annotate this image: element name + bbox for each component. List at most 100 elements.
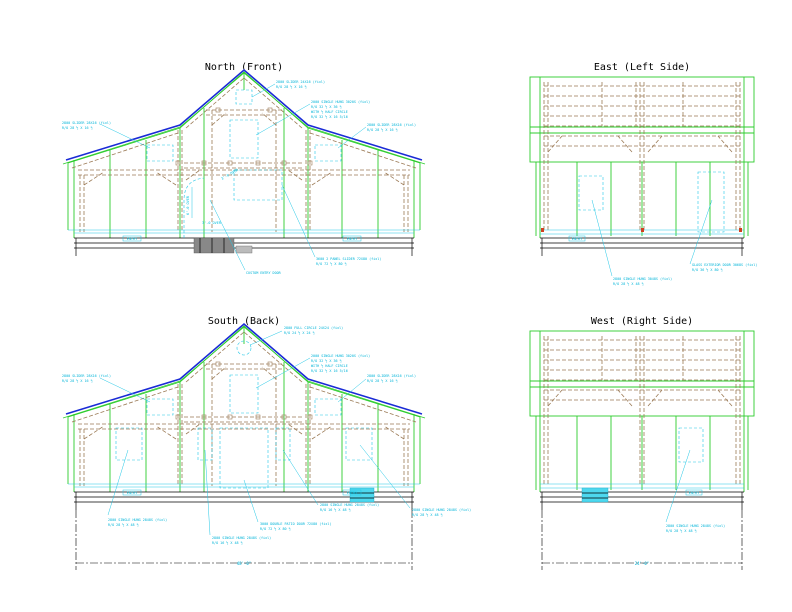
svg-text:3600 2 PANEL SLIDER 72X80 (fix: 3600 2 PANEL SLIDER 72X80 (fixl): [316, 257, 381, 261]
north-frame: [62, 69, 426, 257]
svg-text:R/O 32 ½ X 36 ½: R/O 32 ½ X 36 ½: [311, 359, 342, 363]
south-frame: [62, 323, 426, 511]
south-elevation: South (Back) ENTRY ENTRY 48'-0" 2800 FUL…: [62, 316, 471, 570]
svg-text:2800 SINGLE HUNG 2848S (fixl): 2800 SINGLE HUNG 2848S (fixl): [108, 518, 167, 522]
svg-text:CUSTOM ENTRY DOOR: CUSTOM ENTRY DOOR: [246, 271, 282, 275]
south-title: South (Back): [208, 316, 280, 327]
north-note-entry: CUSTOM ENTRY DOOR: [209, 199, 282, 275]
svg-text:R/O 24 ½ X 24 ½: R/O 24 ½ X 24 ½: [284, 331, 315, 335]
svg-text:R/O 32 ½ X 36 ½: R/O 32 ½ X 36 ½: [311, 105, 342, 109]
south-slab-right: [342, 489, 362, 496]
south-left-slider: [146, 398, 174, 416]
south-window-4: [345, 427, 373, 461]
east-note-left: 2800 SINGLE HUNG 3048S (fixl) R/O 28 ½ X…: [591, 199, 672, 286]
north-elevation: North (Front) ENTRY ENTRY 6'-0 OVER 3'-0…: [62, 62, 426, 275]
svg-text:R/O 36 ½ X 80 ½: R/O 36 ½ X 80 ½: [692, 268, 723, 272]
south-note-bottom-mid: 3000 DOUBLE PATIO DOOR 72X80 (fixl) R/O …: [243, 479, 331, 531]
north-slab-right: [342, 235, 362, 242]
svg-text:2800 SLIDER 24X16 (fixl): 2800 SLIDER 24X16 (fixl): [276, 80, 325, 84]
svg-text:R/O 28 ½ X 16 ½: R/O 28 ½ X 16 ½: [276, 85, 307, 89]
west-dimension: 24'-0": [541, 510, 743, 570]
east-title: East (Left Side): [594, 62, 690, 73]
svg-text:2800 SLIDER 28X16 (fixl): 2800 SLIDER 28X16 (fixl): [62, 374, 111, 378]
east-elevation: East (Left Side) ENTRY 2800 SINGLE HUNG …: [529, 62, 757, 286]
south-note-left-slider: 2800 SLIDER 28X16 (fixl) R/O 28 ½ X 16 ½: [62, 374, 151, 403]
svg-text:2000 SINGLE HUNG 3020S (fixl): 2000 SINGLE HUNG 3020S (fixl): [311, 100, 370, 104]
svg-text:R/O 28 ½ X 16 ½: R/O 28 ½ X 16 ½: [367, 379, 398, 383]
south-note-right-slider: 2800 SLIDER 28X16 (fixl) R/O 28 ½ X 16 ½: [337, 374, 416, 403]
north-note-hung: 2000 SINGLE HUNG 3020S (fixl) R/O 32 ½ X…: [255, 100, 370, 136]
svg-text:R/O 32 ½ X 16 5/16: R/O 32 ½ X 16 5/16: [311, 369, 348, 373]
svg-text:ENTRY: ENTRY: [572, 237, 583, 241]
south-right-slider: [314, 398, 342, 416]
svg-text:2800 FULL CIRCLE 24X24 (fixl): 2800 FULL CIRCLE 24X24 (fixl): [284, 326, 343, 330]
svg-text:2800 SLIDER 28X16 (fixl): 2800 SLIDER 28X16 (fixl): [367, 374, 416, 378]
north-top-window: [235, 89, 253, 105]
svg-text:2000 SINGLE HUNG 3020S (fixl): 2000 SINGLE HUNG 3020S (fixl): [311, 354, 370, 358]
svg-text:R/O 28 ½ X 48 ½: R/O 28 ½ X 48 ½: [613, 282, 644, 286]
south-note-bottom-left: 2800 SINGLE HUNG 2848S (fixl) R/O 28 ½ X…: [107, 449, 167, 527]
north-note-right-slider: 2800 SLIDER 28X16 (fixl) R/O 28 ½ X 16 ½: [337, 123, 416, 149]
east-window: [578, 175, 604, 211]
svg-text:ENTRY: ENTRY: [689, 491, 700, 495]
south-note-bottom-mid-left: 2800 SINGLE HUNG 2848S (fixl) R/O 16 ½ X…: [204, 449, 271, 545]
svg-text:24'-0": 24'-0": [635, 561, 649, 566]
south-hung-window: [229, 374, 259, 414]
svg-text:2800 SINGLE HUNG 3048S (fixl): 2800 SINGLE HUNG 3048S (fixl): [613, 277, 672, 281]
south-note-bottom-right: 2800 SINGLE HUNG 2848S (fixl) R/O 28 ½ X…: [359, 444, 471, 517]
svg-text:48'-0": 48'-0": [237, 561, 251, 566]
svg-text:R/O 28 ½ X 16 ½: R/O 28 ½ X 16 ½: [62, 126, 93, 130]
south-patio-door: [219, 427, 269, 489]
north-note-top: 2800 SLIDER 24X16 (fixl) R/O 28 ½ X 16 ½: [251, 80, 325, 98]
svg-text:R/O 28 ½ X 48 ½: R/O 28 ½ X 48 ½: [412, 513, 443, 517]
east-note-right: GLASS EXTERIOR DOOR 3068S (fixl) R/O 36 …: [689, 199, 757, 272]
south-window-3: [275, 427, 291, 461]
north-right-slider: [314, 144, 342, 162]
north-slab-left: [122, 235, 142, 242]
west-elevation: West (Right Side) ENTRY 24'-0" 2800 SING…: [529, 316, 755, 570]
south-window-2: [197, 427, 213, 461]
svg-text:R/O 28 ½ X 48 ½: R/O 28 ½ X 48 ½: [108, 523, 139, 527]
north-entry-door-outline: [183, 177, 205, 238]
west-slab: [685, 489, 703, 496]
svg-text:WITH ½ HALF CIRCLE: WITH ½ HALF CIRCLE: [311, 364, 348, 368]
svg-text:R/O 32 ½ X 16 5/16: R/O 32 ½ X 16 5/16: [311, 115, 348, 119]
south-window-1: [115, 427, 143, 461]
svg-text:R/O 28 ½ X 16 ½: R/O 28 ½ X 16 ½: [62, 379, 93, 383]
svg-text:6'-0 OVER: 6'-0 OVER: [186, 195, 190, 215]
svg-text:ENTRY: ENTRY: [127, 237, 138, 241]
east-door: [697, 171, 725, 233]
svg-text:2800 SLIDER 28X16 (fixl): 2800 SLIDER 28X16 (fixl): [367, 123, 416, 127]
north-door: [233, 169, 283, 201]
svg-text:3'-0 OVER: 3'-0 OVER: [221, 167, 240, 180]
svg-text:R/O 16 ½ X 48 ½: R/O 16 ½ X 48 ½: [212, 541, 243, 545]
svg-text:WITH ½ HALF CIRCLE: WITH ½ HALF CIRCLE: [311, 110, 348, 114]
west-title: West (Right Side): [591, 316, 693, 327]
svg-text:3'-0 OVER: 3'-0 OVER: [202, 221, 222, 225]
svg-text:ENTRY: ENTRY: [347, 237, 358, 241]
svg-text:R/O 72 ½ X 80 ½: R/O 72 ½ X 80 ½: [316, 262, 347, 266]
svg-text:3000 DOUBLE PATIO DOOR 72X80 (: 3000 DOUBLE PATIO DOOR 72X80 (fixl): [260, 522, 331, 526]
west-window: [678, 427, 704, 463]
south-note-hung: 2000 SINGLE HUNG 3020S (fixl) R/O 32 ½ X…: [255, 354, 370, 389]
north-note-left-slider: 2800 SLIDER 28X16 (fixl) R/O 28 ½ X 16 ½: [62, 121, 151, 149]
svg-text:2800 SLIDER 28X16 (fixl): 2800 SLIDER 28X16 (fixl): [62, 121, 111, 125]
svg-text:R/O 16 ½ X 48 ½: R/O 16 ½ X 48 ½: [320, 508, 351, 512]
north-hung-window: [229, 119, 259, 159]
svg-text:2800 SINGLE HUNG 2848S (fixl): 2800 SINGLE HUNG 2848S (fixl): [666, 524, 725, 528]
south-dimension: 48'-0": [75, 510, 413, 570]
north-left-slider: [146, 144, 174, 162]
east-slab: [568, 235, 586, 242]
west-note-window: 2800 SINGLE HUNG 2848S (fixl) R/O 28 ½ X…: [665, 449, 725, 533]
svg-text:2800 SINGLE HUNG 2848S (fixl): 2800 SINGLE HUNG 2848S (fixl): [320, 503, 379, 507]
svg-text:R/O 28 ½ X 16 ½: R/O 28 ½ X 16 ½: [367, 128, 398, 132]
north-title: North (Front): [205, 62, 283, 73]
svg-text:ENTRY: ENTRY: [127, 491, 138, 495]
west-steps: [581, 487, 609, 503]
svg-text:GLASS EXTERIOR DOOR 3068S (fix: GLASS EXTERIOR DOOR 3068S (fixl): [692, 263, 757, 267]
svg-text:ENTRY: ENTRY: [347, 491, 358, 495]
south-round-window: [236, 340, 252, 356]
north-note-door: 3600 2 PANEL SLIDER 72X80 (fixl) R/O 72 …: [281, 184, 381, 266]
south-slab-left: [122, 489, 142, 496]
